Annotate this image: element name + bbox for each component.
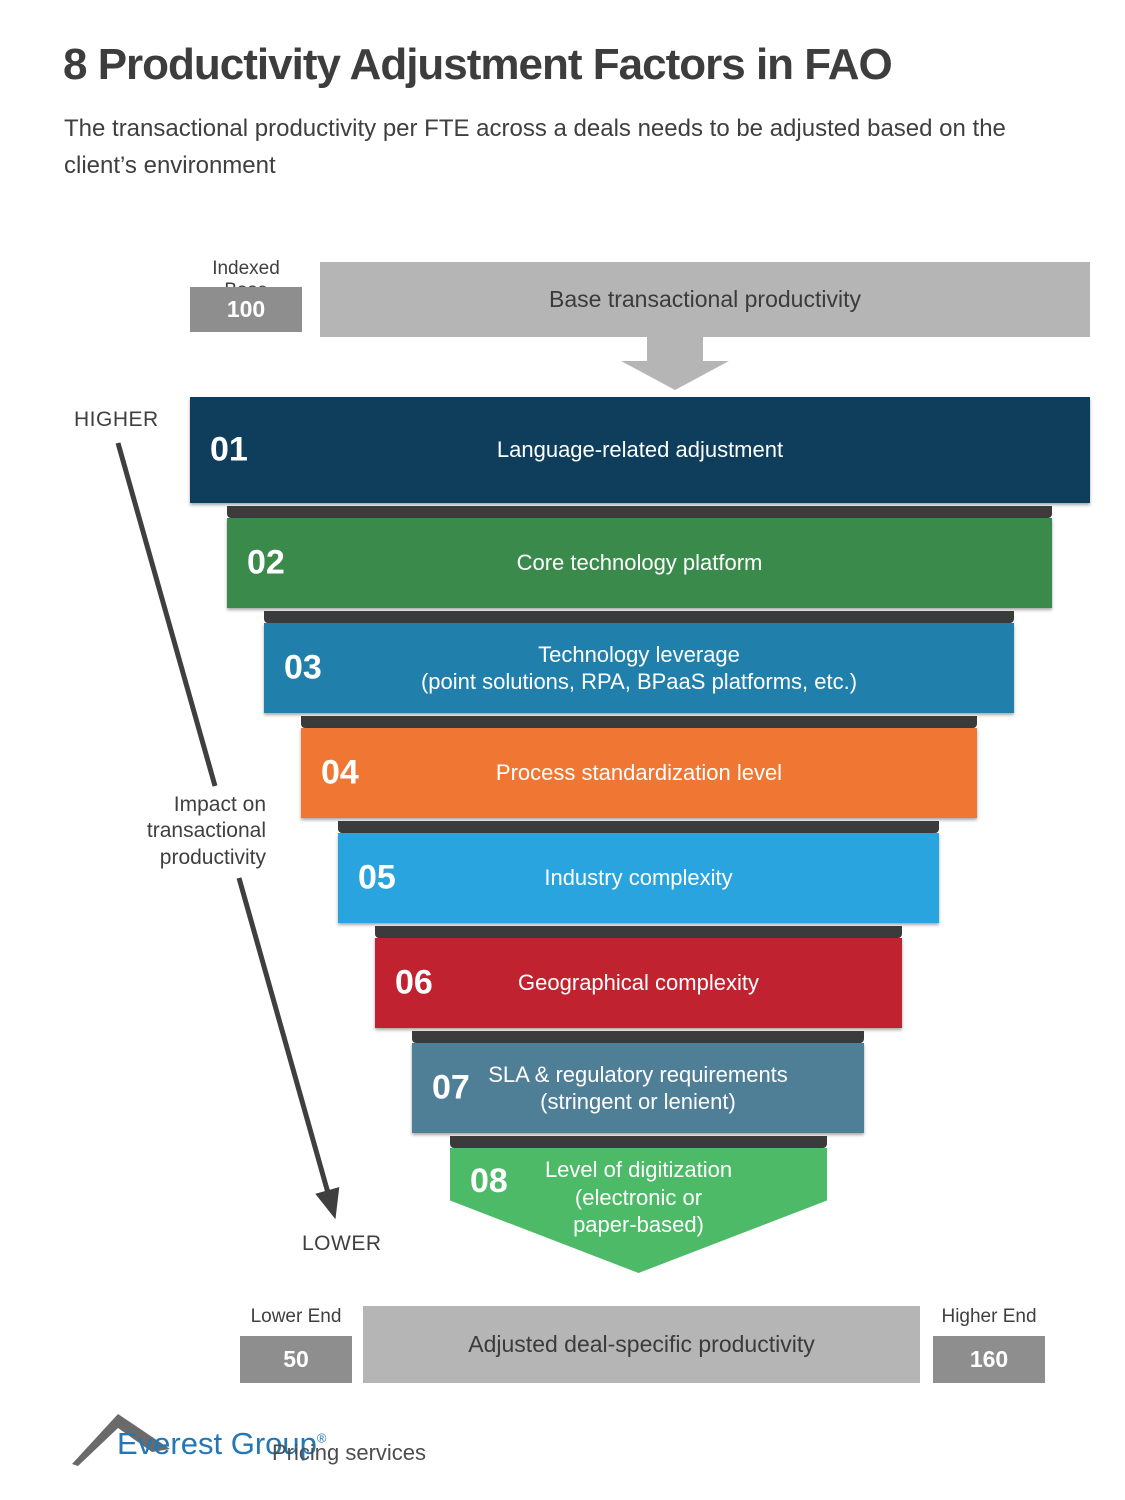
funnel-bar-07-label: SLA & regulatory requirements (stringent… [488,1061,788,1115]
funnel-bar-03-fill: 03 Technology leverage (point solutions,… [264,623,1014,713]
base-productivity-bar: Base transactional productivity [320,262,1090,337]
funnel-bar-06-fill: 06 Geographical complexity [375,938,902,1028]
funnel-bar-05-number: 05 [358,858,396,897]
funnel-bar-04-shadow [301,716,977,728]
lower-end-value-box: 50 [240,1336,352,1383]
down-arrow-head-icon [621,361,729,390]
funnel-bar-01: 01 Language-related adjustment [190,397,1090,503]
higher-end-value-box: 160 [933,1336,1045,1383]
funnel-bar-05-label: Industry complexity [544,865,733,891]
funnel-bar-05: 05 Industry complexity [338,821,939,923]
funnel-bar-05-fill: 05 Industry complexity [338,833,939,923]
higher-label: HIGHER [74,408,159,431]
brand-text: Everest Group [117,1426,317,1461]
funnel-bar-04: 04 Process standardization level [301,716,977,818]
page-title: 8 Productivity Adjustment Factors in FAO [63,40,893,89]
funnel-bar-08-fill: 08 Level of digitization (electronic or … [450,1148,827,1273]
funnel-bar-02: 02 Core technology platform [227,506,1052,608]
funnel-bar-02-number: 02 [247,543,285,582]
funnel-bar-08-shadow [450,1136,827,1148]
funnel-bar-02-shadow [227,506,1052,518]
funnel-bar-02-fill: 02 Core technology platform [227,518,1052,608]
funnel-bar-04-number: 04 [321,753,359,792]
adjusted-productivity-bar: Adjusted deal-specific productivity [363,1306,920,1383]
brand-tagline: Pricing services [272,1440,427,1465]
funnel-bar-07-fill: 07 SLA & regulatory requirements (string… [412,1043,864,1133]
page-subtitle: The transactional productivity per FTE a… [64,115,1006,180]
down-arrow-icon [647,337,703,362]
funnel-bar-01-fill: 01 Language-related adjustment [190,397,1090,503]
funnel-bar-04-fill: 04 Process standardization level [301,728,977,818]
funnel-bar-06-shadow [375,926,902,938]
funnel-bar-06-label: Geographical complexity [518,970,759,996]
higher-end-label: Higher End [941,1306,1037,1327]
funnel-bar-08: 08 Level of digitization (electronic or … [450,1136,827,1273]
funnel-bar-03-shadow [264,611,1014,623]
funnel-bar-05-shadow [338,821,939,833]
funnel-bar-03: 03 Technology leverage (point solutions,… [264,611,1014,713]
funnel-bar-03-number: 03 [284,648,322,687]
lower-label: LOWER [302,1232,382,1255]
funnel-bar-06-number: 06 [395,963,433,1002]
everest-group-mountain-icon [72,1414,170,1466]
funnel-bar-07-number: 07 [432,1068,470,1107]
indexed-base-value-box: 100 [190,287,302,332]
registered-mark: ® [316,1430,327,1446]
funnel-bar-03-label: Technology leverage (point solutions, RP… [420,641,858,695]
everest-group-logo-text: Everest Group® [117,1426,326,1462]
funnel-bar-07-shadow [412,1031,864,1043]
funnel-bar-07: 07 SLA & regulatory requirements (string… [412,1031,864,1133]
funnel-bar-01-number: 01 [210,430,248,469]
funnel-bar-04-label: Process standardization level [495,760,783,786]
funnel-bar-06: 06 Geographical complexity [375,926,902,1028]
lower-end-label: Lower End [250,1306,342,1327]
impact-label: Impact on transactional productivity [146,793,266,869]
funnel-bar-01-label: Language-related adjustment [496,437,784,463]
funnel-bar-02-label: Core technology platform [516,550,763,576]
funnel-bar-08-label: Level of digitization (electronic or pap… [544,1157,733,1237]
funnel-bar-08-number: 08 [470,1162,508,1200]
